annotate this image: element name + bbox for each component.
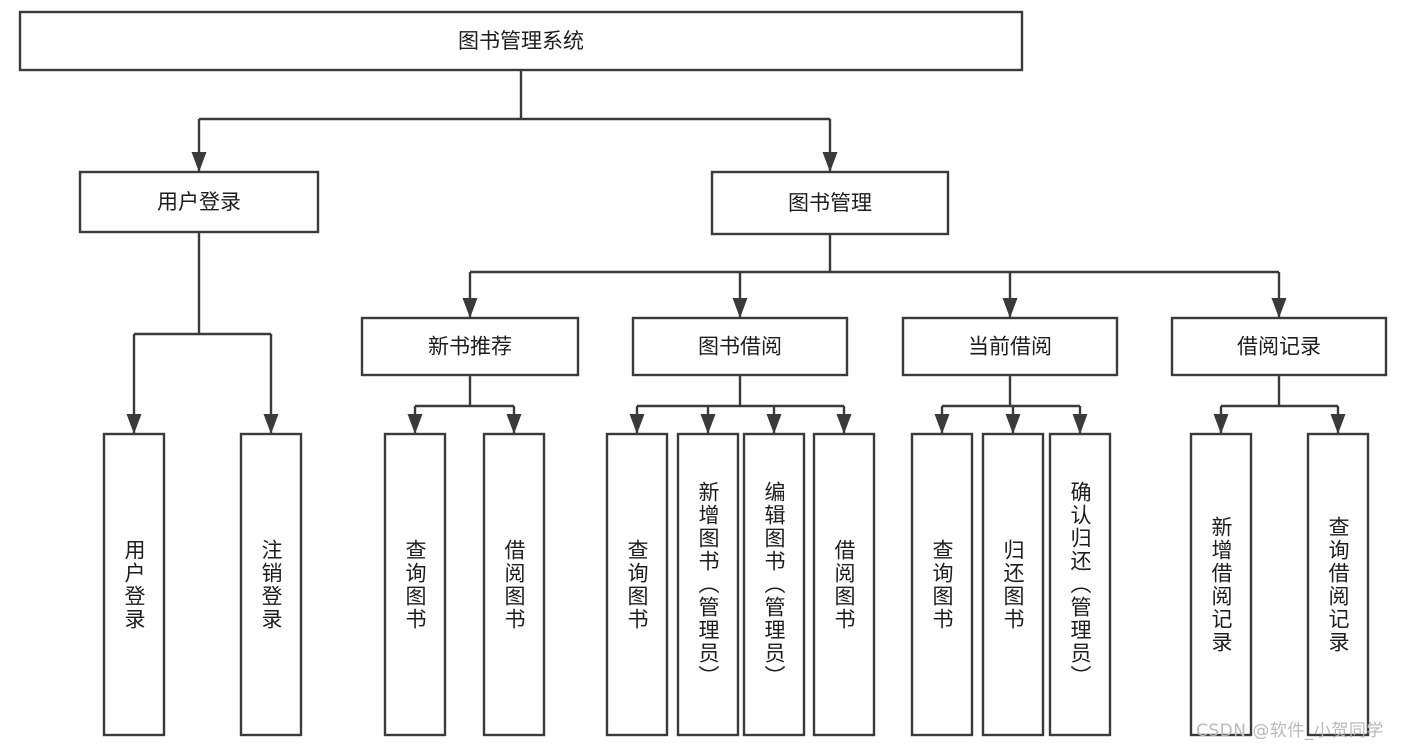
node-借阅记录[interactable]: [1170, 316, 1388, 377]
csdn-watermark: CSDN @软件_小贺同学: [1196, 721, 1384, 741]
node-box[interactable]: [676, 432, 740, 737]
arrow-head-icon: [1330, 414, 1346, 434]
node-box[interactable]: [1170, 316, 1388, 377]
node-label: 用户登录: [122, 538, 147, 631]
node-label-vertical-wrap: 用户登录: [104, 434, 164, 735]
node-label: 新书推荐: [428, 335, 512, 359]
node-label: 图书借阅: [698, 335, 782, 359]
node-查询图书[interactable]: [383, 432, 447, 737]
node-查询图书[interactable]: [605, 432, 669, 737]
node-box[interactable]: [631, 316, 849, 377]
node-借阅图书[interactable]: [812, 432, 876, 737]
node-label-vertical-wrap: 归还图书: [983, 434, 1043, 735]
arrow-head-icon: [700, 414, 716, 434]
node-label: 借阅记录: [1237, 335, 1321, 359]
node-label: 新增图书（管理员）: [696, 481, 721, 688]
node-box[interactable]: [901, 316, 1119, 377]
node-box[interactable]: [78, 170, 320, 234]
node-label-vertical-wrap: 查询图书: [607, 434, 667, 735]
arrow-head-icon: [191, 152, 207, 172]
node-图书借阅[interactable]: [631, 316, 849, 377]
node-box[interactable]: [1306, 432, 1370, 737]
node-box[interactable]: [742, 432, 806, 737]
node-label: 确认归还（管理员）: [1068, 481, 1093, 688]
node-label: 查询图书: [403, 538, 428, 631]
node-label: 借阅图书: [832, 538, 857, 631]
arrow-head-icon: [732, 298, 748, 318]
arrow-head-icon: [506, 414, 522, 434]
node-box[interactable]: [18, 10, 1024, 72]
node-label: 查询借阅记录: [1326, 515, 1351, 654]
node-box[interactable]: [605, 432, 669, 737]
node-label: 新增借阅记录: [1209, 515, 1234, 654]
node-查询借阅记录[interactable]: [1306, 432, 1370, 737]
arrow-head-icon: [1072, 414, 1088, 434]
arrow-head-icon: [629, 414, 645, 434]
node-图书管理系统[interactable]: [18, 10, 1024, 72]
node-label: 图书管理: [788, 191, 872, 215]
arrow-head-icon: [822, 152, 838, 172]
node-label: 编辑图书（管理员）: [762, 481, 787, 688]
node-label-vertical-wrap: 注销登录: [241, 434, 301, 735]
arrow-head-icon: [1271, 298, 1287, 318]
arrow-head-icon: [766, 414, 782, 434]
arrow-head-icon: [407, 414, 423, 434]
arrow-head-icon: [263, 414, 279, 434]
arrow-head-icon: [934, 414, 950, 434]
arrow-head-icon: [126, 414, 142, 434]
node-编辑图书管理员[interactable]: [742, 432, 806, 737]
node-label: 归还图书: [1001, 538, 1026, 631]
node-注销登录[interactable]: [239, 432, 303, 737]
arrow-head-icon: [1213, 414, 1229, 434]
node-label-vertical-wrap: 借阅图书: [484, 434, 544, 735]
node-box[interactable]: [710, 170, 950, 236]
arrow-head-icon: [462, 298, 478, 318]
node-归还图书[interactable]: [981, 432, 1045, 737]
node-用户登录[interactable]: [78, 170, 320, 234]
node-查询图书[interactable]: [910, 432, 974, 737]
arrow-head-icon: [836, 414, 852, 434]
node-box[interactable]: [360, 316, 580, 377]
node-box[interactable]: [981, 432, 1045, 737]
node-label-vertical-wrap: 编辑图书（管理员）: [744, 434, 804, 735]
node-label: 查询图书: [625, 538, 650, 631]
node-label: 注销登录: [259, 538, 284, 631]
node-label-vertical-wrap: 查询借阅记录: [1308, 434, 1368, 735]
node-图书管理[interactable]: [710, 170, 950, 236]
node-新增图书管理员[interactable]: [676, 432, 740, 737]
node-label: 查询图书: [930, 538, 955, 631]
node-box[interactable]: [383, 432, 447, 737]
arrow-head-icon: [1002, 298, 1018, 318]
arrow-head-icon: [1005, 414, 1021, 434]
node-box[interactable]: [482, 432, 546, 737]
node-新书推荐[interactable]: [360, 316, 580, 377]
node-label-vertical-wrap: 新增借阅记录: [1191, 434, 1251, 735]
node-label: 用户登录: [157, 190, 241, 214]
node-box[interactable]: [1048, 432, 1112, 737]
connector-layer: [126, 70, 1346, 434]
node-box[interactable]: [102, 432, 166, 737]
node-label-vertical-wrap: 新增图书（管理员）: [678, 434, 738, 735]
node-label: 图书管理系统: [458, 29, 584, 53]
node-label-vertical-wrap: 借阅图书: [814, 434, 874, 735]
node-确认归还管理员[interactable]: [1048, 432, 1112, 737]
node-借阅图书[interactable]: [482, 432, 546, 737]
node-box[interactable]: [1189, 432, 1253, 737]
node-box[interactable]: [239, 432, 303, 737]
node-label-vertical-wrap: 确认归还（管理员）: [1050, 434, 1110, 735]
node-box[interactable]: [812, 432, 876, 737]
node-当前借阅[interactable]: [901, 316, 1119, 377]
node-label-vertical-wrap: 查询图书: [385, 434, 445, 735]
node-label-vertical-wrap: 查询图书: [912, 434, 972, 735]
node-新增借阅记录[interactable]: [1189, 432, 1253, 737]
node-box[interactable]: [910, 432, 974, 737]
node-用户登录[interactable]: [102, 432, 166, 737]
node-label: 当前借阅: [968, 335, 1052, 359]
node-box-layer: [18, 10, 1388, 737]
node-label: 借阅图书: [502, 538, 527, 631]
